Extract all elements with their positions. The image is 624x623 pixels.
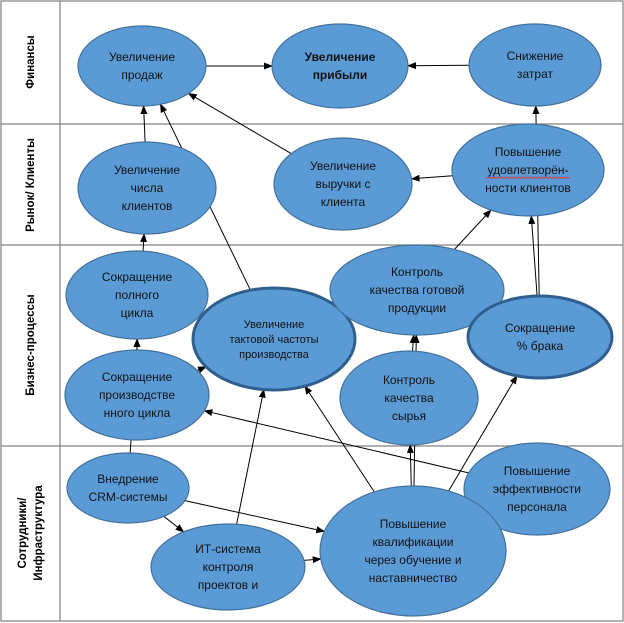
- node-shape-sales: [77, 25, 207, 107]
- node-label-revenue-2: клиента: [321, 195, 366, 209]
- node-shape-full_cycle: [65, 250, 209, 340]
- node-label-costs-0: Снижение: [507, 49, 564, 63]
- node-shape-efficiency: [463, 442, 611, 536]
- node-label-profit-1: прибыли: [313, 68, 368, 82]
- arrow-defects-to-satisfaction: [528, 215, 538, 297]
- arrow-training-to-takt: [304, 385, 375, 493]
- node-label-satisfaction-0: Повышение: [495, 145, 562, 159]
- node-label-defects-1: % брака: [517, 339, 564, 353]
- lane-labels: Финансы Рынок/ Клиенты Бизнес-процессы С…: [17, 35, 45, 581]
- node-training: Повышение квалификации через обучение и нас…: [319, 485, 507, 617]
- node-revenue: Увеличение выручки с клиента: [273, 137, 413, 231]
- node-sales: Увеличение продаж: [77, 25, 207, 107]
- node-costs: Снижение затрат: [468, 23, 602, 107]
- node-it_system: ИТ-система контроля проектов и: [150, 523, 306, 611]
- node-label-qc_raw-1: качества: [384, 391, 434, 405]
- node-shape-crm: [66, 452, 190, 524]
- node-qc_raw: Контроль качества сырья: [339, 350, 479, 446]
- arrow-it_system-to-training: [304, 556, 322, 564]
- node-prod_cycle: Сокращение производстве нного цикла: [64, 349, 210, 441]
- nodes: УвеличениепродажУвеличениеприбылиСнижени…: [64, 23, 614, 617]
- node-shape-clients: [77, 141, 217, 235]
- lane-label-process: Бизнес-процессы: [25, 294, 37, 396]
- arrow-clients-to-sales: [140, 105, 148, 143]
- node-label-it_system-0: ИТ-система: [195, 542, 261, 556]
- node-shape-revenue: [273, 137, 413, 231]
- node-label-prod_cycle-1: производстве: [99, 388, 175, 402]
- lane-label-staff-line1: Сотрудники/: [17, 497, 29, 569]
- node-label-training-3: наставничество: [369, 571, 458, 585]
- node-qc_product: Контроль качества готовой продукции: [329, 244, 505, 336]
- node-label-efficiency-0: Повышение: [504, 464, 571, 478]
- node-label-prod_cycle-2: нного цикла: [104, 406, 171, 420]
- node-shape-defects: [466, 294, 614, 380]
- node-shape-satisfaction: [451, 123, 605, 217]
- node-label-costs-1: затрат: [517, 67, 553, 81]
- node-label-takt-2: производства: [239, 349, 310, 361]
- lane-label-finance: Финансы: [25, 35, 37, 89]
- arrow-efficiency-to-prod_cycle: [203, 409, 469, 474]
- node-label-training-1: квалификации: [373, 535, 454, 549]
- arrow-qc_product-to-satisfaction: [454, 209, 492, 250]
- node-shape-prod_cycle: [64, 349, 210, 441]
- node-label-satisfaction-2: ности клиентов: [485, 181, 571, 195]
- arrow-crm-to-training: [184, 500, 326, 534]
- node-clients: Увеличение числа клиентов: [77, 141, 217, 235]
- node-label-qc_raw-0: Контроль: [383, 373, 435, 387]
- node-label-clients-1: числа: [131, 181, 164, 195]
- node-label-efficiency-2: персонала: [507, 500, 567, 514]
- arrow-training-to-defects: [448, 374, 518, 492]
- spellcheck-underline: [485, 176, 571, 179]
- arrow-training-to-qc_raw: [406, 444, 414, 487]
- node-label-qc_product-2: продукции: [388, 301, 446, 315]
- node-shape-it_system: [150, 523, 306, 611]
- node-label-clients-0: Увеличение: [114, 163, 180, 177]
- node-defects: Сокращение % брака: [466, 294, 614, 380]
- node-full_cycle: Сокращение полного цикла: [65, 250, 209, 340]
- node-label-revenue-1: выручки с: [315, 177, 370, 191]
- node-label-prod_cycle-0: Сокращение: [102, 370, 173, 384]
- node-label-profit-0: Увеличение: [305, 50, 376, 64]
- lane-label-staff-line2: Инфраструктура: [33, 485, 45, 581]
- node-takt: Увеличение тактовой частоты производства: [191, 286, 357, 392]
- node-label-revenue-0: Увеличение: [310, 159, 376, 173]
- arrow-crm-to-it_system: [163, 515, 185, 533]
- node-label-crm-1: CRM-системы: [89, 490, 168, 504]
- node-label-qc_product-0: Контроль: [391, 265, 443, 279]
- node-shape-qc_product: [329, 244, 505, 336]
- arrow-satisfaction-to-revenue: [410, 174, 453, 182]
- node-shape-training: [319, 485, 507, 617]
- node-profit: Увеличение прибыли: [271, 23, 409, 109]
- node-label-efficiency-1: эффективности: [493, 482, 581, 496]
- node-label-defects-0: Сокращение: [505, 321, 576, 335]
- node-shape-costs: [468, 23, 602, 107]
- node-label-qc_raw-2: сырья: [392, 409, 426, 423]
- node-efficiency: Повышение эффективности персонала: [463, 442, 611, 536]
- node-label-it_system-2: проектов и: [198, 578, 258, 592]
- node-label-it_system-1: контроля: [203, 560, 254, 574]
- arrow-revenue-to-sales: [187, 92, 292, 155]
- arrow-qc_raw-to-qc_product: [409, 334, 417, 352]
- node-label-clients-2: клиентов: [122, 199, 173, 213]
- node-shape-qc_raw: [339, 350, 479, 446]
- node-label-satisfaction-1: удовлетворён-: [487, 163, 568, 177]
- lane-label-market: Рынок/ Клиенты: [25, 138, 37, 232]
- node-label-sales-1: продаж: [121, 68, 162, 82]
- node-label-takt-0: Увеличение: [244, 319, 305, 331]
- node-label-full_cycle-2: цикла: [121, 306, 154, 320]
- node-shape-takt: [191, 286, 357, 392]
- node-label-qc_product-1: качества готовой: [370, 283, 465, 297]
- node-label-training-2: через обучение и: [364, 553, 461, 567]
- node-shape-profit: [271, 23, 409, 109]
- node-label-sales-0: Увеличение: [109, 50, 175, 64]
- node-label-full_cycle-1: полного: [115, 288, 159, 302]
- arrow-it_system-to-takt: [236, 388, 266, 525]
- node-satisfaction: Повышение удовлетворён-ности клиентов: [451, 123, 605, 217]
- node-label-full_cycle-0: Сокращение: [102, 270, 173, 284]
- node-label-training-0: Повышение: [380, 517, 447, 531]
- node-label-crm-0: Внедрение: [97, 472, 159, 486]
- node-label-takt-1: тактовой частоты: [229, 334, 318, 346]
